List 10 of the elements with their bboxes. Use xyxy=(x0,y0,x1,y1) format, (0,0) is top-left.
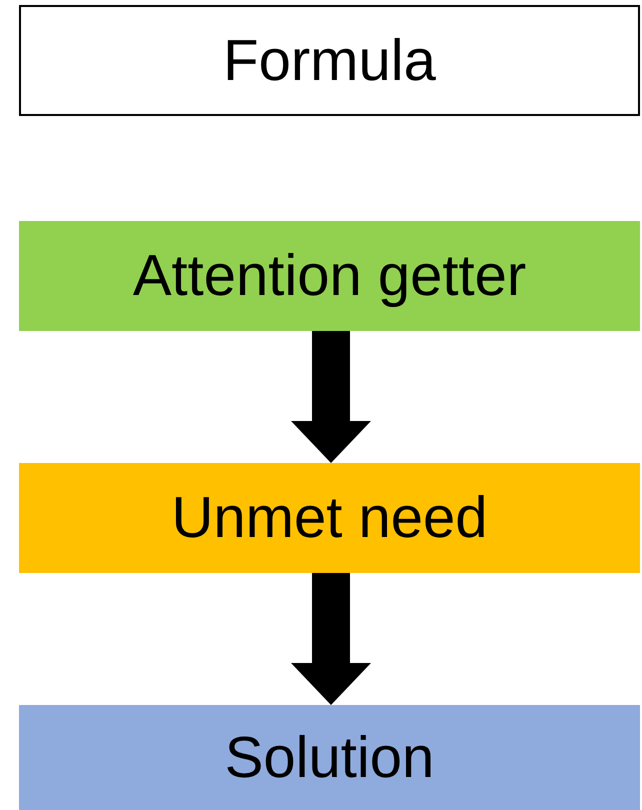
box-label: Solution xyxy=(224,728,434,786)
box-label: Formula xyxy=(223,32,436,90)
process-box xyxy=(19,221,640,331)
process-box xyxy=(19,463,640,573)
arrow xyxy=(291,331,371,463)
box-label: Unmet need xyxy=(172,489,488,547)
process-box xyxy=(19,705,640,810)
title-box xyxy=(19,5,640,116)
box-label: Attention getter xyxy=(132,247,526,305)
arrow xyxy=(291,573,371,705)
